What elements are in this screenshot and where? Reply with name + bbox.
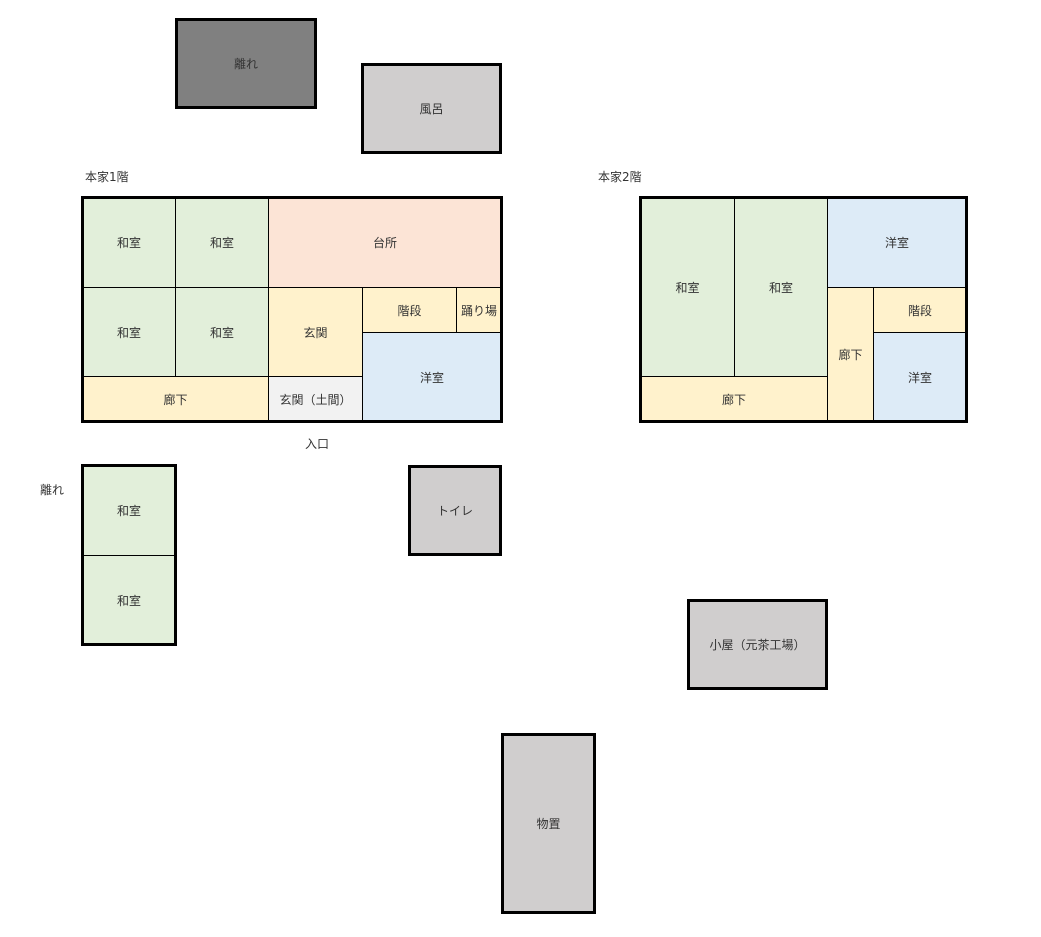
room-washitsu: 和室 xyxy=(640,197,735,377)
bath-label: 風呂 xyxy=(419,102,444,116)
storage-label: 物置 xyxy=(536,817,561,831)
room-washitsu: 和室 xyxy=(82,465,176,556)
room-washitsu: 和室 xyxy=(175,197,269,288)
storage-building: 物置 xyxy=(501,733,596,914)
room-stairs: 階段 xyxy=(873,287,967,333)
shed-label: 小屋（元茶工場） xyxy=(709,638,806,652)
toilet-label: トイレ xyxy=(436,504,473,518)
room-western: 洋室 xyxy=(362,332,502,422)
annex-label: 離れ xyxy=(40,483,65,497)
room-landing: 踊り場 xyxy=(456,287,502,333)
room-genkan: 玄関 xyxy=(268,287,363,377)
room-western: 洋室 xyxy=(873,332,967,422)
annex-top-label: 離れ xyxy=(233,57,258,71)
annex-top-building: 離れ xyxy=(175,18,317,109)
entrance-label: 入口 xyxy=(305,437,330,451)
room-doma: 玄関（土間） xyxy=(268,376,363,422)
room-washitsu: 和室 xyxy=(175,287,269,377)
room-hallway-vertical: 廊下 xyxy=(827,287,874,422)
room-hallway: 廊下 xyxy=(82,376,269,422)
room-kitchen: 台所 xyxy=(268,197,502,288)
toilet-building: トイレ xyxy=(408,465,502,556)
room-stairs: 階段 xyxy=(362,287,457,333)
room-washitsu: 和室 xyxy=(82,287,176,377)
room-hallway: 廊下 xyxy=(640,376,828,422)
room-washitsu: 和室 xyxy=(734,197,828,377)
room-washitsu: 和室 xyxy=(82,555,176,645)
shed-building: 小屋（元茶工場） xyxy=(687,599,828,690)
room-western: 洋室 xyxy=(827,197,967,288)
bath-building: 風呂 xyxy=(361,63,502,154)
floor2-title: 本家2階 xyxy=(598,170,642,184)
room-washitsu: 和室 xyxy=(82,197,176,288)
floor1-title: 本家1階 xyxy=(85,170,129,184)
